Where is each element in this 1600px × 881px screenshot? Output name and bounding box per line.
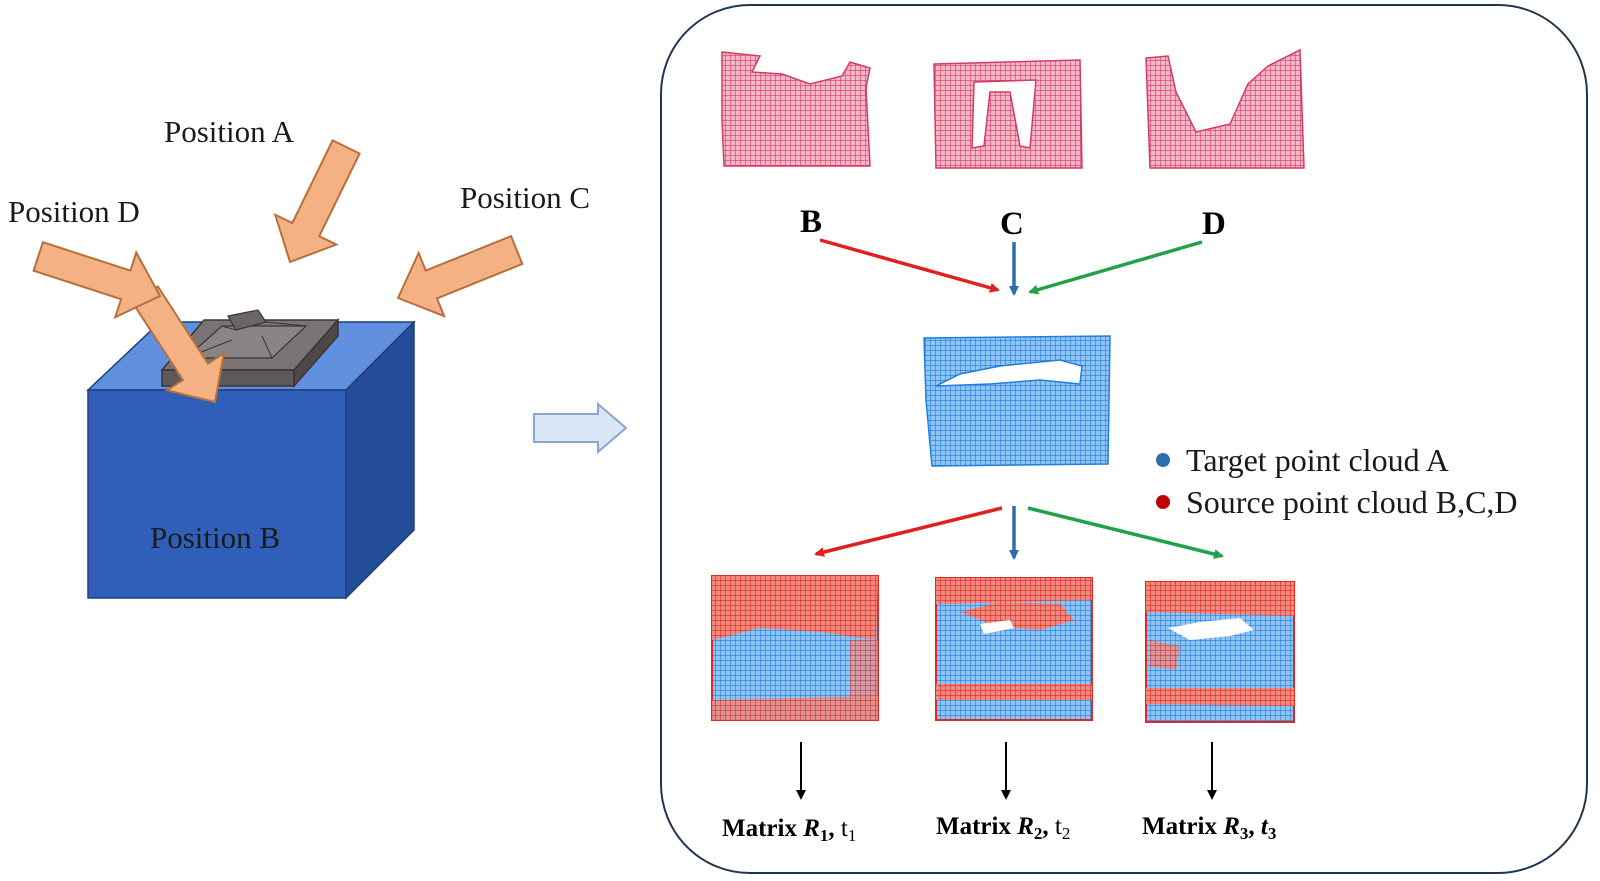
arrow-target-to-r1 <box>814 506 1003 557</box>
registration-panel <box>660 4 1588 874</box>
source-label-d: D <box>1202 206 1226 242</box>
source-cloud-d <box>1145 48 1305 169</box>
registered-cloud-2 <box>935 577 1093 721</box>
arrow-position-a-icon <box>273 139 361 264</box>
registered-cloud-3 <box>1145 581 1295 723</box>
red-dot-icon <box>1156 495 1170 509</box>
label-position-b: Position B <box>150 520 281 555</box>
legend-target-label: Target point cloud A <box>1186 442 1449 478</box>
legend: Target point cloud A Source point cloud … <box>1156 444 1518 518</box>
matrix-label-3: Matrix R3, t3 <box>1142 813 1277 843</box>
box-front-face <box>87 389 347 599</box>
arrow-position-c-icon <box>396 234 524 318</box>
arrow-position-d-icon <box>32 240 162 320</box>
label-position-c: Position C <box>460 180 591 215</box>
source-cloud-c <box>933 59 1083 169</box>
arrow-d-to-target <box>1028 240 1203 295</box>
arrow-target-to-r3 <box>1027 506 1224 559</box>
source-label-c: C <box>1000 206 1024 242</box>
source-label-b: B <box>800 204 823 240</box>
registered-cloud-1 <box>711 575 879 721</box>
matrix-label-2: Matrix R2, t2 <box>936 813 1071 843</box>
legend-source-label: Source point cloud B,C,D <box>1186 484 1518 520</box>
target-cloud-a <box>923 335 1111 467</box>
label-position-d: Position D <box>8 194 140 229</box>
source-cloud-b <box>721 51 871 167</box>
legend-target: Target point cloud A <box>1156 444 1518 476</box>
label-position-a: Position A <box>164 114 295 149</box>
right-outline-arrow-icon <box>533 401 628 455</box>
matrix-label-1: Matrix R1, t1 <box>722 815 857 845</box>
arrow-b-to-target <box>819 238 1000 293</box>
blue-dot-icon <box>1156 453 1170 467</box>
legend-source: Source point cloud B,C,D <box>1156 486 1518 518</box>
